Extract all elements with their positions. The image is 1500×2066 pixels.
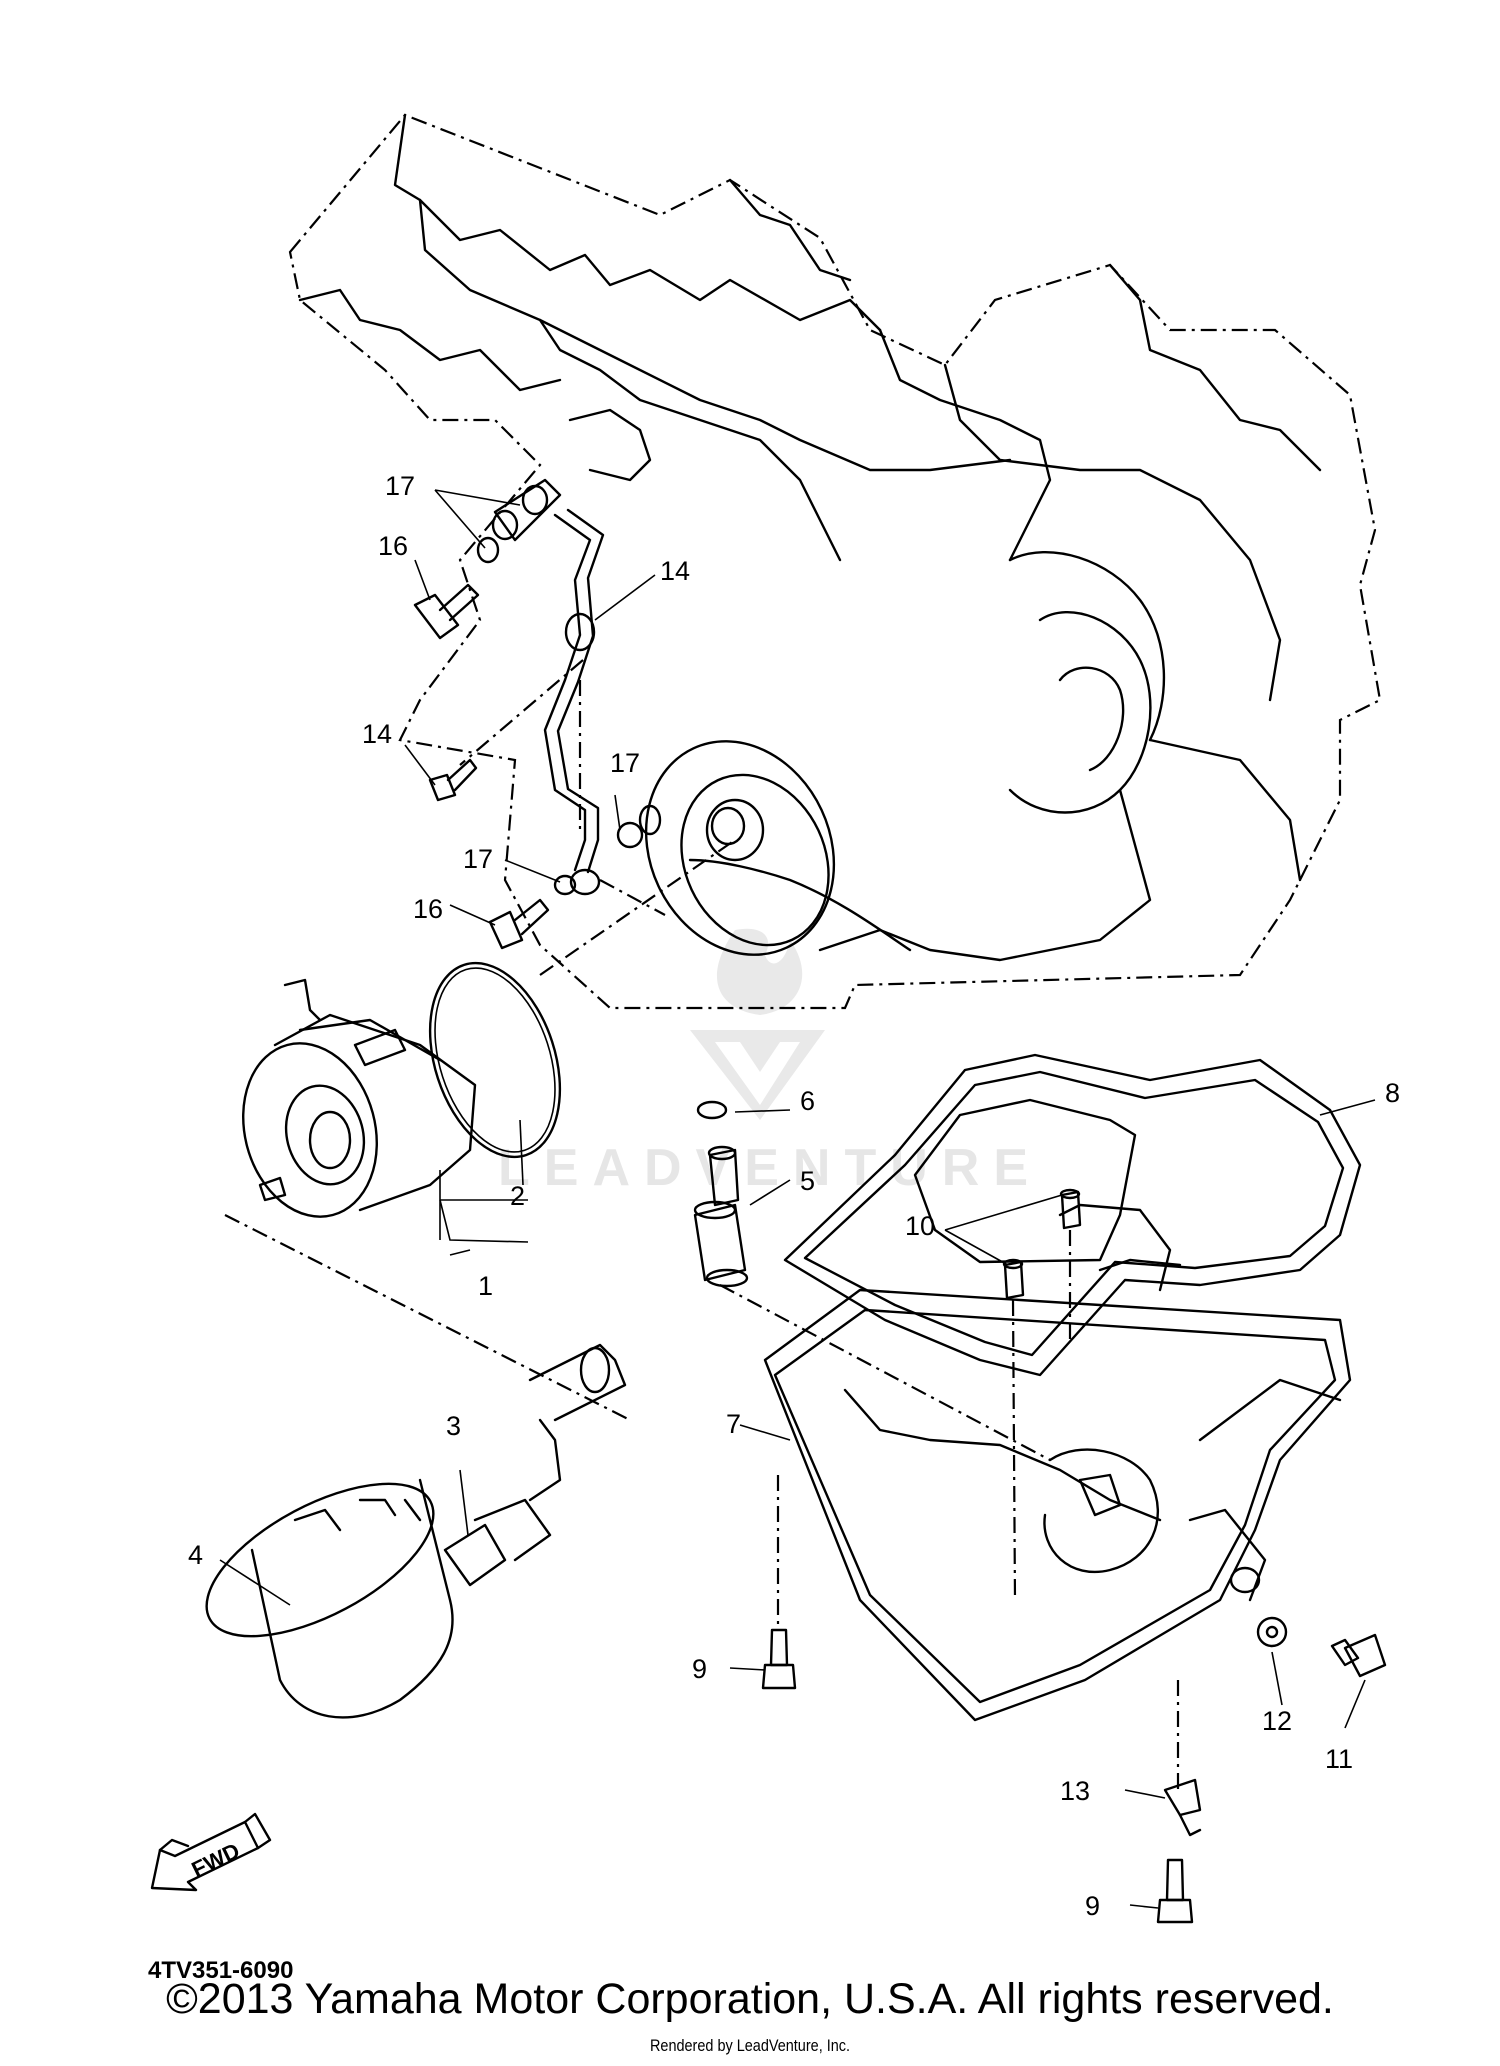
drain-bolt-11 xyxy=(1330,1633,1387,1678)
callout-15: 14 xyxy=(362,719,392,749)
callout-1: 1 xyxy=(478,1271,493,1301)
oil-pan xyxy=(763,1288,1352,1722)
dowel-pins-10 xyxy=(1002,1188,1082,1601)
copyright-notice: ©2013 Yamaha Motor Corporation, U.S.A. A… xyxy=(166,1975,1334,2023)
oil-delivery-pipe xyxy=(459,478,666,916)
callout-4: 4 xyxy=(188,1540,203,1570)
callout-11: 11 xyxy=(1325,1744,1353,1774)
forward-arrow-icon: FWD xyxy=(150,1812,272,1892)
bolt-9-upper xyxy=(761,1475,797,1690)
callouts: 17 16 14 14 17 17 16 2 1 6 5 8 10 3 7 4 … xyxy=(188,471,1400,1921)
o-ring-6 xyxy=(696,1100,728,1120)
o-ring-2 xyxy=(428,839,736,1159)
callout-17-left: 17 xyxy=(463,844,493,874)
callout-8: 8 xyxy=(1385,1078,1400,1108)
callout-7: 7 xyxy=(726,1409,741,1439)
washer-12 xyxy=(1256,1616,1288,1648)
rendered-by-notice: Rendered by LeadVenture, Inc. xyxy=(649,2036,851,2055)
callout-3: 3 xyxy=(446,1411,461,1441)
clip-13 xyxy=(1163,1778,1202,1837)
callout-13: 13 xyxy=(1060,1776,1090,1806)
leader-lines xyxy=(219,489,1376,1909)
bolt-9-lower xyxy=(1156,1680,1194,1924)
callout-16-upper: 16 xyxy=(378,531,408,561)
engine-block xyxy=(288,113,1382,1010)
callout-6: 6 xyxy=(800,1086,815,1116)
callout-17-top: 17 xyxy=(385,471,415,501)
callout-12: 12 xyxy=(1262,1706,1292,1736)
callout-14: 14 xyxy=(660,556,690,586)
watermark-text: LEADVENTURE xyxy=(498,1139,1042,1197)
diagram-code: 4TV351-6090 xyxy=(148,1957,293,1984)
oil-pan-gasket xyxy=(783,1053,1362,1377)
callout-10: 10 xyxy=(905,1211,935,1241)
leadventure-watermark: LEADVENTURE xyxy=(498,928,1042,1197)
bolt-15 xyxy=(428,758,478,802)
callout-2: 2 xyxy=(510,1181,525,1211)
callout-5: 5 xyxy=(800,1166,815,1196)
bolt-16-lower xyxy=(488,898,550,950)
relief-valve-5 xyxy=(693,1145,749,1288)
callout-16-lower: 16 xyxy=(413,894,443,924)
oil-cooler xyxy=(242,978,477,1218)
oil-filter xyxy=(205,1478,454,1719)
callout-9-lower: 9 xyxy=(1085,1891,1100,1921)
callout-9-upper: 9 xyxy=(692,1654,707,1684)
bolt-16-upper xyxy=(413,583,480,640)
callout-17-right: 17 xyxy=(610,748,640,778)
center-bolt-3 xyxy=(443,1343,627,1587)
